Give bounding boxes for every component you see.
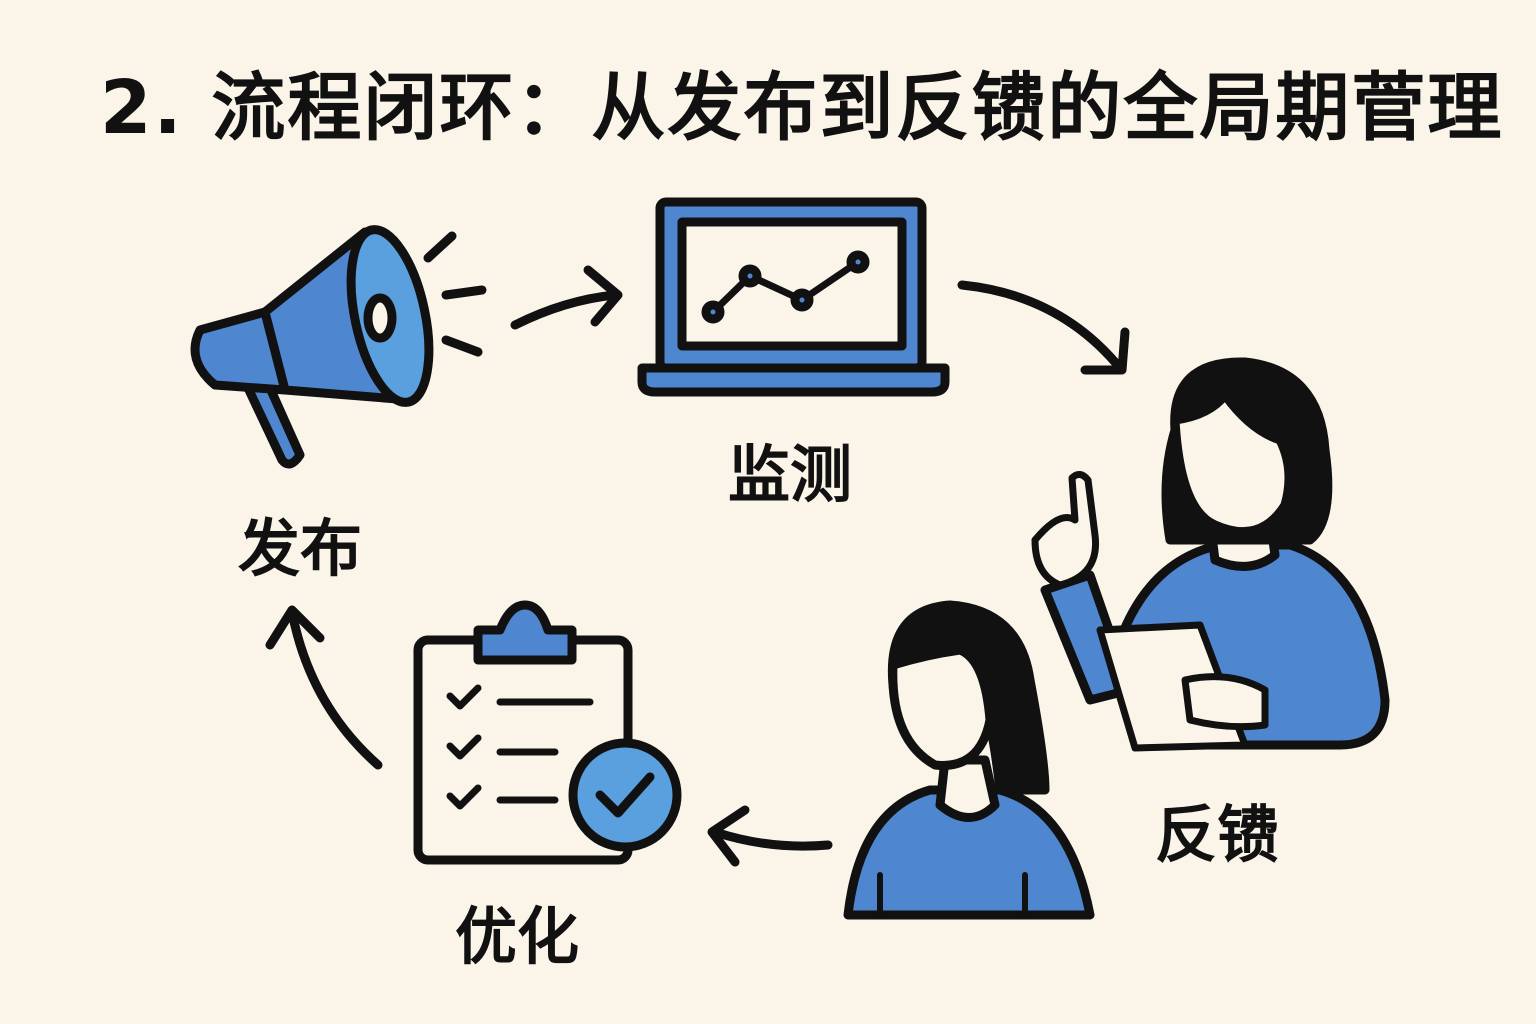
person-speaker-icon (1031, 357, 1390, 752)
step-label-optimize: 优化 (455, 900, 580, 973)
laptop-chart-icon (637, 197, 950, 397)
step-label-publish: 发布 (238, 512, 363, 585)
clipboard-check-icon (413, 600, 682, 865)
arrow-icon (265, 605, 383, 770)
step-label-feedback: 反镄 (1155, 798, 1280, 871)
arrow-icon (707, 805, 833, 867)
person-listener-icon (843, 600, 1095, 920)
diagram-title: 2. 流程闭环：从发布到反镄的全局期菅理 (100, 65, 1504, 151)
arrow-icon (510, 265, 623, 330)
arrow-icon (957, 280, 1130, 375)
step-label-monitor: 监测 (728, 438, 853, 511)
megaphone-icon (190, 225, 487, 469)
